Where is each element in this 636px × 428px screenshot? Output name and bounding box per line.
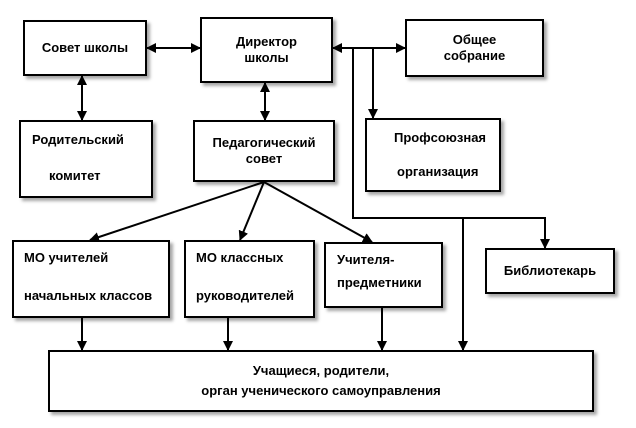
- parent-committee-box: Родительский комитет: [19, 120, 153, 198]
- school-council-box: Совет школы: [23, 20, 147, 76]
- general-meeting-box: Общее собрание: [405, 19, 544, 77]
- subject-teachers-label-line1: Учителя-: [337, 252, 395, 267]
- general-meeting-label-line1: Общее: [452, 31, 497, 47]
- director-box: Директор школы: [200, 17, 333, 83]
- school-council-label: Совет школы: [41, 39, 129, 55]
- students-label-line2: орган ученического самоуправления: [201, 383, 441, 398]
- mo-class-teachers-label-line2: руководителей: [196, 288, 295, 303]
- parent-committee-label-line1: Родительский: [32, 132, 124, 147]
- director-label-line1: Директор: [235, 33, 297, 49]
- mo-primary-label-line2: начальных классов: [24, 288, 153, 303]
- parent-committee-label-line2: комитет: [49, 168, 101, 183]
- director-label-line2: школы: [244, 50, 289, 65]
- librarian-box: Библиотекарь: [485, 248, 615, 294]
- pedagogical-council-label-line1: Педагогический: [212, 134, 316, 150]
- pedagogical-council-label-line2: совет: [245, 151, 283, 166]
- subject-teachers-box: Учителя- предметники: [324, 242, 443, 308]
- librarian-label: Библиотекарь: [503, 262, 597, 278]
- arrow-pedcouncil-mo-primary: [89, 181, 265, 242]
- arrow-pedcouncil-mo-class: [238, 181, 265, 241]
- subject-teachers-label-line2: предметники: [337, 275, 422, 290]
- mo-class-teachers-label-line1: МО классных: [196, 250, 284, 265]
- students-label-line1: Учащиеся, родители,: [252, 362, 390, 378]
- pedagogical-council-box: Педагогический совет: [193, 120, 335, 182]
- trade-union-label-line2: организация: [397, 164, 479, 179]
- students-box: Учащиеся, родители, орган ученического с…: [48, 350, 594, 412]
- line-director-trunk: [352, 48, 550, 249]
- arrow-pedcouncil-subject: [263, 181, 373, 243]
- mo-primary-box: МО учителей начальных классов: [12, 240, 170, 318]
- mo-class-teachers-box: МО классных руководителей: [184, 240, 315, 318]
- trade-union-label-line1: Профсоюзная: [394, 130, 487, 145]
- trade-union-box: Профсоюзная организация: [365, 118, 501, 192]
- general-meeting-label-line2: собрание: [443, 48, 506, 63]
- mo-primary-label-line1: МО учителей: [24, 250, 109, 265]
